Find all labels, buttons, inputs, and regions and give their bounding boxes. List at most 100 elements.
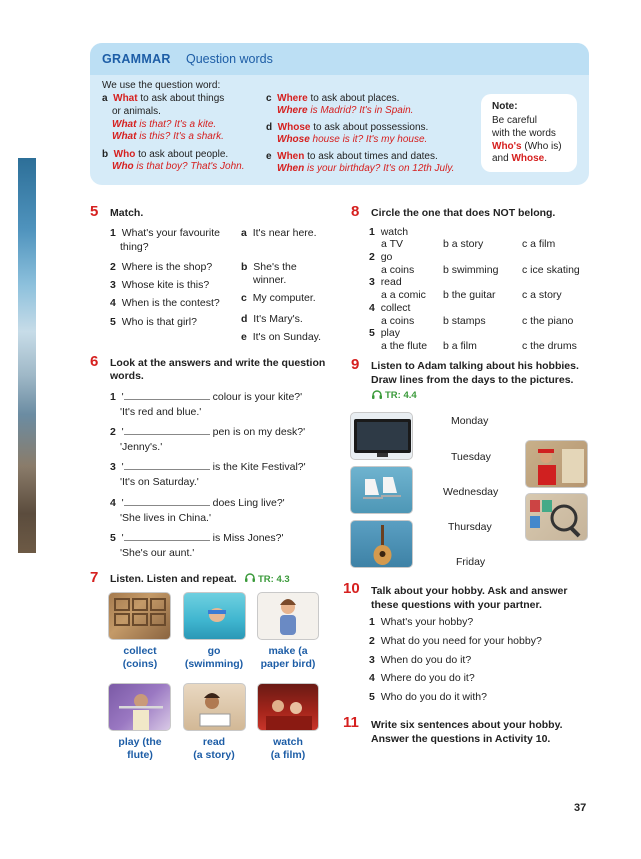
act5-question-3: 3 Whose kite is this? [110,279,210,291]
cinema-image [257,683,319,731]
act8-item-1-b: b a story [443,238,484,250]
act5-question-2: 2 Where is the shop? [110,261,213,273]
grammar-example-a1: What is that? It's a kite. [112,119,217,130]
grammar-rule-e: e When to ask about times and dates. [266,151,438,162]
act7-caption-4-line1: play (the [118,736,162,748]
act8-item-2: 2 go [369,251,393,263]
activity-5-heading: Match. [110,207,144,219]
day-monday: Monday [451,415,489,427]
activity-10-heading-2: these questions with your partner. [371,599,542,611]
act8-item-2-a: a coins [381,264,415,276]
activity-6-heading-2: words. [110,370,144,382]
grammar-example-b: Who is that boy? That's John. [112,161,245,172]
act5-question-4: 4 When is the contest? [110,297,220,309]
act5-answer-e: e It's on Sunday. [241,331,322,343]
act10-question-1: 1 What's your hobby? [369,616,474,628]
act7-caption-6-line1: watch [273,736,303,748]
grammar-example-d: Whose house is it? It's my house. [277,134,428,145]
activity-10-heading-1: Talk about your hobby. Ask and answer [371,585,568,597]
boy-reading-comics-image [525,440,588,488]
act6-item-1: 1 ' colour is your kite?' [110,391,303,403]
act8-item-1-a: a TV [381,238,403,250]
act6-blank-3[interactable] [123,461,210,470]
activity-6-number: 6 [90,353,99,370]
day-wednesday: Wednesday [443,486,499,498]
act8-item-1-c: c a film [522,238,556,250]
act5-answer-b: b She's the [241,261,297,273]
activity-5-number: 5 [90,203,99,220]
act8-item-3: 3 read [369,276,402,288]
activity-9-heading-1: Listen to Adam talking about his hobbies… [371,360,579,372]
grammar-title: GRAMMAR [102,52,171,66]
activity-10-number: 10 [343,580,360,597]
act8-item-3-b: b the guitar [443,289,496,301]
grammar-rule-b: b Who to ask about people. [102,149,229,160]
act6-answer-3: 'It's on Saturday.' [120,476,199,488]
swimming-girl-image [183,592,246,640]
activity-8-number: 8 [351,203,360,220]
day-friday: Friday [456,556,486,568]
act6-answer-1: 'It's red and blue.' [120,406,202,418]
act6-answer-2: 'Jenny's.' [120,441,163,453]
note-title: Note: [492,101,518,112]
act5-question-5: 5 Who is that girl? [110,316,197,328]
act10-question-2: 2 What do you need for your hobby? [369,635,542,647]
act8-item-3-c: c a story [522,289,562,301]
act7-caption-3-line2: paper bird) [260,658,316,670]
act7-caption-6-line2: (a film) [270,749,306,761]
ice-skates-image [350,466,413,514]
act7-caption-5-line1: read [202,736,226,748]
tv-image [350,412,413,460]
act7-caption-3-line1: make (a [268,645,308,657]
day-tuesday: Tuesday [451,451,491,463]
act8-item-5-b: b a film [443,340,477,352]
activity-7-track: TR: 4.3 [258,574,290,585]
act6-blank-2[interactable] [123,426,210,435]
note-line-3: Who's (Who is) [492,141,562,152]
act6-item-4: 4 ' does Ling live?' [110,497,285,509]
act6-blank-5[interactable] [123,532,210,541]
act5-answer-a: a It's near here. [241,227,317,239]
paper-bird-girl-image [257,592,319,640]
act8-item-3-a: a a comic [381,289,426,301]
note-line-4: and Whose. [492,153,548,164]
note-line-2: with the words [492,128,556,139]
act6-answer-4: 'She lives in China.' [120,512,211,524]
activity-9-track: TR: 4.4 [385,390,417,401]
act8-item-4-c: c the piano [522,315,574,327]
act6-item-3: 3 ' is the Kite Festival?' [110,461,306,473]
activity-11-number: 11 [343,714,359,731]
act8-item-1: 1 watch [369,226,409,238]
grammar-example-a2: What is this? It's a shark. [112,131,224,142]
act6-blank-1[interactable] [123,391,210,400]
act6-item-5: 5 ' is Miss Jones?' [110,532,284,544]
flute-girl-image [108,683,171,731]
activity-6-heading-1: Look at the answers and write the questi… [110,357,326,369]
grammar-subtitle: Question words [186,52,273,66]
grammar-intro: We use the question word: [102,80,221,91]
activity-9-number: 9 [351,356,360,373]
activity-11-heading-2: Answer the questions in Activity 10. [371,733,551,745]
activity-9-heading-2: Draw lines from the days to the pictures… [371,374,574,386]
coins-box-image [108,592,171,640]
stamps-magnifier-image [525,493,588,541]
act8-item-5: 5 play [369,327,400,339]
act7-caption-2-line1: go [207,645,221,657]
act6-blank-4[interactable] [123,497,210,506]
headphones-icon [244,571,256,586]
act5-question-1: 1 What's your favourite [110,227,220,239]
grammar-rule-a-cont: or animals. [112,106,161,117]
act7-caption-2-line2: (swimming) [184,658,244,670]
reading-girl-image [183,683,246,731]
headphones-icon [371,388,383,403]
activity-7-number: 7 [90,569,99,586]
grammar-rule-a: a What to ask about things [102,93,225,104]
guitar-image [350,520,413,568]
grammar-example-e: When is your birthday? It's on 12th July… [277,163,455,174]
act7-caption-5-line2: (a story) [193,749,235,761]
act7-caption-1-line2: (coins) [122,658,158,670]
note-box [481,94,577,172]
grammar-rule-c: c Where to ask about places. [266,93,400,104]
act6-answer-5: 'She's our aunt.' [120,547,195,559]
act8-item-4: 4 collect [369,302,411,314]
